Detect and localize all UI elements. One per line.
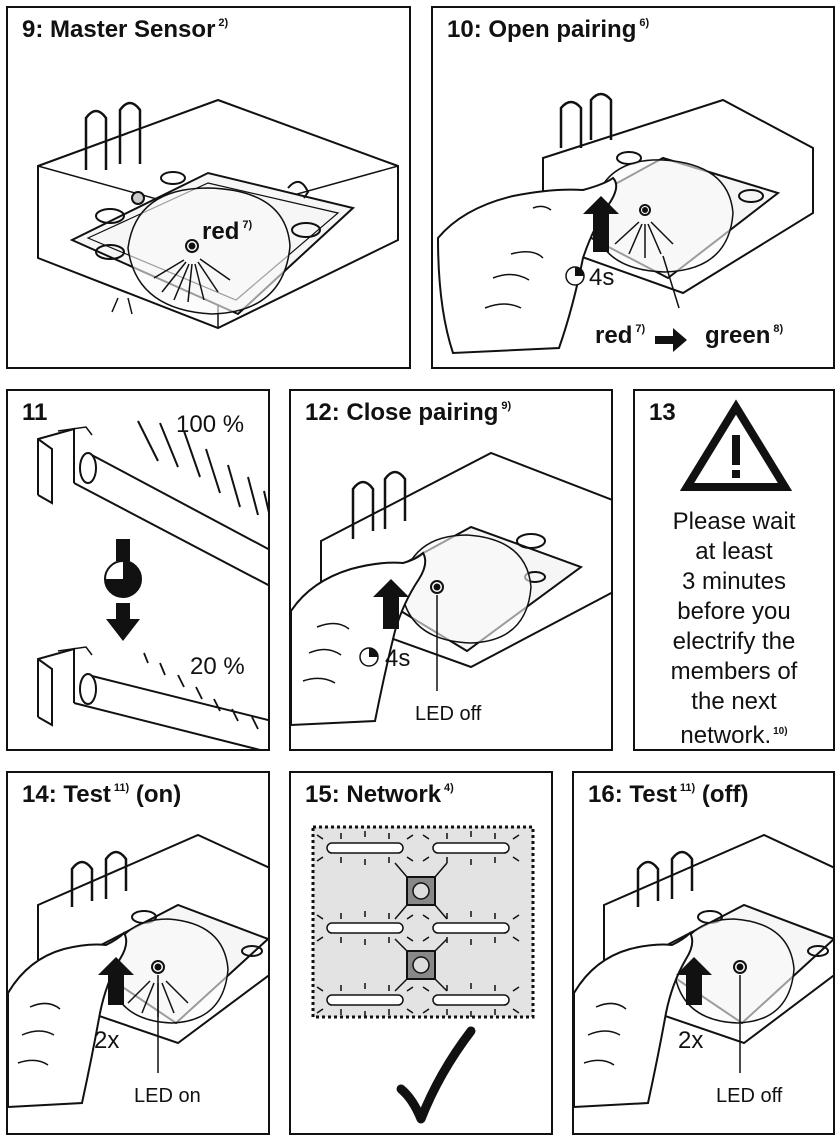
level-high-label: 100 %	[176, 411, 245, 438]
sensor-press-illustration	[436, 92, 814, 355]
press-duration: 4s	[589, 264, 615, 291]
press-count: 2x	[678, 1027, 704, 1054]
led-status-label: LED off	[716, 1085, 783, 1107]
panel-13-wait-warning: 13 Please wait at least 3 minutes before…	[633, 389, 835, 751]
led-status-label: LED off	[415, 703, 482, 725]
sensor-illustration	[37, 98, 399, 330]
level-low-label: 20 %	[190, 653, 245, 680]
sensor-test-illustration	[574, 833, 833, 1109]
panel-title: 11	[22, 399, 48, 426]
warning-message: Please wait at least 3 minutes before yo…	[670, 508, 798, 749]
sensor-test-illustration	[8, 833, 268, 1109]
led-status-label: LED on	[134, 1085, 201, 1107]
network-diagram	[311, 825, 535, 1124]
press-count: 2x	[94, 1027, 120, 1054]
panel-11-light-levels: 11 100 % 20 %	[6, 389, 270, 751]
lamp-dimming-illustration	[37, 420, 268, 749]
sensor-press-illustration	[291, 451, 611, 727]
panel-title: 13	[649, 399, 676, 426]
press-duration: 4s	[385, 645, 411, 672]
warning-icon	[679, 399, 793, 491]
